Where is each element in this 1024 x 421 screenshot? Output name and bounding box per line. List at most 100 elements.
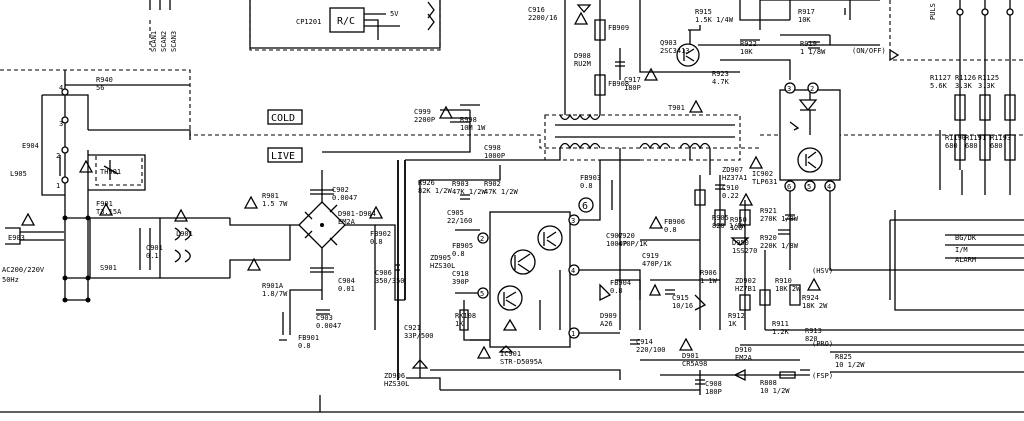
cp1201-label: CP1201 (296, 18, 321, 26)
th901-ref-label: TH901 (100, 168, 121, 176)
r1190-value-label: 680 (945, 142, 958, 150)
ic901-ref-label: IC901 (500, 350, 521, 358)
c917-value-label: 180P (624, 84, 641, 92)
fb904-value-label: 0.8 (610, 287, 623, 295)
r912-value-label: 1K (728, 320, 737, 328)
warning-icon (678, 337, 694, 351)
c908-ref-label: C908 (705, 380, 722, 388)
bottom-wiring (0, 339, 1024, 413)
q903-ref-label: Q903 (660, 39, 677, 47)
svg-text:2: 2 (480, 235, 484, 243)
svg-text:3: 3 (59, 120, 63, 128)
d910-ref-label: D910 (735, 346, 752, 354)
r906-ref-label: R906 (700, 269, 717, 277)
r1126-value-label: 3.3K (955, 82, 973, 90)
d901b-ref-label: D901 (682, 352, 699, 360)
c910-value-label: 0.22 (722, 192, 739, 200)
r825-ref-label: R825 (835, 353, 852, 361)
r919-ref-label: R919 (800, 40, 817, 48)
c906-value-label: 350/350 (375, 277, 405, 285)
on-off-signal-label: (ON/OFF) (852, 47, 886, 55)
svg-text:2: 2 (810, 85, 814, 93)
r1193-value-label: 680 (990, 142, 1003, 150)
fb905-ref-label: FB905 (452, 242, 473, 250)
r917-ref-label: R917 (798, 8, 815, 16)
c904-value-label: 0.01 (338, 285, 355, 293)
live-box (267, 147, 303, 163)
zd905-value-label: HZS30L (430, 262, 455, 270)
fb909-ref-label: FB909 (608, 24, 629, 32)
secondary-feedback: (HSV) (PRO) (FSP) (599, 175, 1024, 395)
svg-text:2: 2 (56, 152, 60, 160)
ic901-value-label: STR-D5095A (500, 358, 543, 366)
r825-value-label: 10 1/2W (835, 361, 865, 369)
q903-value-label: 2SC3413 (660, 47, 690, 55)
d908-ref-label: D908 (574, 52, 591, 60)
r915-value-label: 1.5K 1/4W (695, 16, 734, 24)
e904-ref-label: E904 (22, 142, 39, 150)
pro-signal-label: (PRO) (812, 340, 833, 348)
d909-value-label: A26 (600, 320, 613, 328)
warning-icon (243, 195, 259, 209)
r940-value-label: 56 (96, 84, 104, 92)
f901-ref-label: F901 (96, 200, 113, 208)
c999-ref-label: C999 (414, 108, 431, 116)
r924-ref-label: R924 (802, 294, 819, 302)
r911-ref-label: R911 (772, 320, 789, 328)
svg-text:6: 6 (787, 183, 791, 191)
bridge-rectifier (229, 170, 376, 341)
c914-value-label: 220/100 (636, 346, 666, 354)
c903-value-label: 0.0047 (316, 322, 341, 330)
zd905-ref-label: ZD905 (430, 254, 451, 262)
fb905-value-label: 0.8 (452, 250, 465, 258)
r808-ref-label: R808 (760, 379, 777, 387)
ic901-block: 341 6 (489, 159, 641, 348)
isolation-boundary (0, 0, 1024, 161)
svg-text:4: 4 (571, 267, 575, 275)
svg-text:1: 1 (56, 182, 60, 190)
r1126-ref-label: R1126 (955, 74, 976, 82)
r998-ref-label: R998 (460, 116, 477, 124)
c910-ref-label: C910 (722, 184, 739, 192)
warning-icon (688, 99, 704, 113)
warning-icon (98, 202, 114, 216)
fb903-ref-label: FB903 (580, 174, 601, 182)
c905-ref-label: C905 (447, 209, 464, 217)
r1193-ref-label: R1193 (990, 134, 1011, 142)
ac-input-section: AC200/220V 50Hz 43 21 (2, 70, 230, 303)
r950-value-label: 120 (730, 224, 743, 232)
s901-ref-label: S901 (100, 264, 117, 272)
bg-dk-label: BG/DK (955, 234, 977, 242)
c901-ref-label: C901 (146, 244, 163, 252)
ic902-value-label: TLP631 (752, 178, 777, 186)
r901a-ref-label: R901A (262, 282, 284, 290)
c902-value-label: 0.0047 (332, 194, 357, 202)
ac-frequency-label: 50Hz (2, 276, 19, 284)
c921-value-label: 33P/500 (404, 332, 434, 340)
c916-value-label: 2200/16 (528, 14, 558, 22)
r902-ref-label: R902 (484, 180, 501, 188)
r919-value-label: 1 1/8W (800, 48, 826, 56)
c907-ref-label: C907 (606, 232, 623, 240)
r901a-value-label: 1.8/7W (262, 290, 288, 298)
svg-text:3: 3 (787, 85, 791, 93)
r917-value-label: 10K (798, 16, 811, 24)
remote-control-block: R/C CP1201 5V SCAN1 SCAN2 SCAN3 (149, 0, 441, 52)
live-label: LIVE (271, 151, 295, 162)
r950-ref-label: R950 (730, 216, 747, 224)
t901-ref-label: T901 (668, 104, 685, 112)
fsp-signal-label: (FSP) (812, 372, 833, 380)
c901-value-label: 0.1 (146, 252, 159, 260)
c906-ref-label: C906 (375, 269, 392, 277)
r915-ref-label: R915 (695, 8, 712, 16)
svg-text:4: 4 (827, 183, 831, 191)
cold-box (267, 109, 303, 125)
c999-value-label: 2200P (414, 116, 435, 124)
r903-ref-label: R903 (452, 180, 469, 188)
warning-icon (20, 212, 36, 226)
rc-label: R/C (337, 16, 355, 27)
rc-box (329, 7, 365, 33)
r1191-ref-label: R1191 (965, 134, 986, 142)
